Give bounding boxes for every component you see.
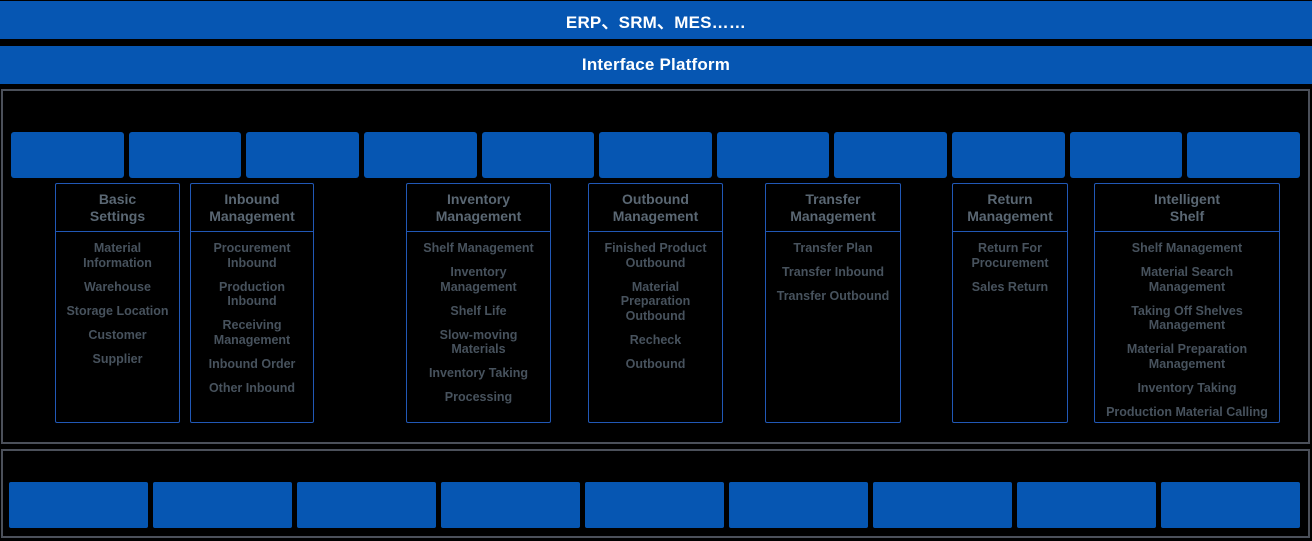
card-item: Material Information — [83, 241, 152, 270]
card-item: Production Inbound — [219, 279, 285, 309]
module-box — [11, 132, 124, 178]
module-box — [481, 132, 595, 178]
bottom-box — [729, 482, 868, 528]
interface-platform-label: Interface Platform — [581, 55, 731, 74]
card-title: Return Management — [953, 184, 1067, 232]
module-box-row — [11, 132, 1301, 178]
module-box — [952, 132, 1065, 178]
card-title: Inventory Management — [407, 184, 550, 232]
module-box — [599, 132, 712, 178]
module-box — [716, 132, 830, 178]
card-item: Processing — [444, 390, 513, 404]
module-box — [363, 132, 477, 178]
module-box — [1069, 132, 1183, 178]
external-systems-bar: ERP、SRM、MES…… — [0, 1, 1312, 39]
card-item: Finished Product Outbound — [604, 241, 707, 270]
card-item: Slow-moving Materials — [439, 327, 518, 357]
card-title: Inbound Management — [191, 184, 313, 232]
external-systems-label: ERP、SRM、MES…… — [565, 12, 747, 32]
card-item: Material Preparation Management — [1126, 342, 1248, 371]
card-item: Supplier — [92, 351, 143, 366]
card-item: Material Preparation Outbound — [620, 279, 691, 323]
card-item: Transfer Plan — [793, 241, 873, 255]
bottom-box — [873, 482, 1012, 528]
card-item: Shelf Management — [1131, 241, 1243, 255]
card-item: Customer — [88, 327, 147, 342]
card-item: Material Search Management — [1140, 265, 1234, 294]
module-box — [834, 132, 948, 178]
bottom-box — [153, 482, 292, 528]
bottom-box — [1017, 482, 1156, 528]
card-item: Outbound — [625, 356, 686, 371]
module-box — [1187, 132, 1301, 178]
bottom-box — [1161, 482, 1300, 528]
interface-platform-bar: Interface Platform — [0, 46, 1312, 84]
card-item: Taking Off Shelves Management — [1131, 303, 1243, 333]
bottom-panel — [1, 449, 1310, 538]
card-item: Return For Procurement — [971, 241, 1049, 270]
card-item: Transfer Outbound — [776, 289, 890, 303]
card-item: Transfer Inbound — [781, 265, 885, 279]
card-item: Other Inbound — [208, 380, 296, 395]
card-item: Shelf Life — [450, 303, 507, 318]
card-item: Inventory Management — [440, 265, 517, 294]
bottom-box-row — [9, 482, 1300, 528]
card-item: Shelf Management — [423, 241, 534, 255]
card-item: Inbound Order — [208, 356, 296, 371]
card-item: Procurement Inbound — [213, 241, 291, 270]
bottom-box — [585, 482, 724, 528]
card-item: Production Material Calling — [1106, 404, 1268, 419]
card-title: Basic Settings — [56, 184, 179, 232]
card-item: Warehouse — [84, 279, 151, 294]
card-item: Storage Location — [66, 303, 169, 318]
module-box — [128, 132, 242, 178]
card-item: Inventory Taking — [428, 366, 529, 380]
bottom-box — [297, 482, 436, 528]
card-item: Receiving Management — [213, 318, 291, 347]
card-title: Intelligent Shelf — [1095, 184, 1279, 232]
card-item: Sales Return — [971, 279, 1049, 294]
module-box — [246, 132, 359, 178]
card-item: Recheck — [629, 332, 682, 347]
card-title: Outbound Management — [589, 184, 722, 232]
card-item: Inventory Taking — [1137, 380, 1237, 395]
bottom-box — [9, 482, 148, 528]
card-title: Transfer Management — [766, 184, 900, 232]
bottom-box — [441, 482, 580, 528]
